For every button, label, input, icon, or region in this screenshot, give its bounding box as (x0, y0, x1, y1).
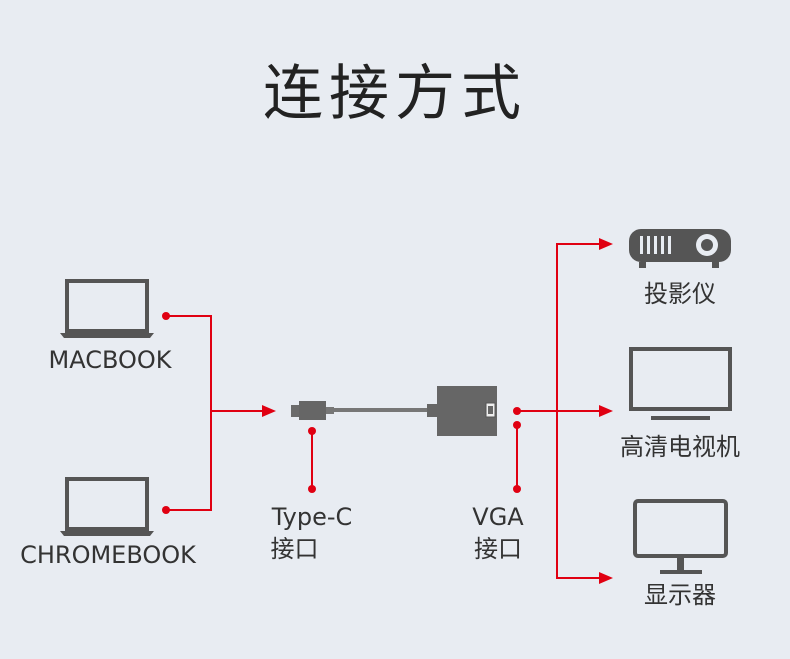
port-label-type-c: Type-C (271, 503, 353, 531)
connector-dot (513, 485, 521, 493)
laptop-icon (60, 477, 154, 536)
vga-adapter-icon (427, 386, 497, 436)
laptop-icon (60, 279, 154, 338)
port-label-vga: VGA (472, 503, 524, 531)
source-label-macbook: MACBOOK (48, 346, 172, 374)
source-connector-lines (166, 315, 265, 511)
tv-icon (629, 347, 732, 420)
connector-dot (308, 427, 316, 435)
arrow-head (599, 238, 613, 250)
arrow-head (262, 405, 276, 417)
connector-dot (162, 312, 170, 320)
output-label-projector: 投影仪 (644, 280, 716, 308)
output-label-tv: 高清电视机 (620, 433, 740, 461)
port-pointer-lines (311, 425, 518, 489)
connector-dot (513, 421, 521, 429)
arrow-head (599, 405, 613, 417)
connector-dot (162, 506, 170, 514)
arrow-head (599, 572, 613, 584)
port-label-vga-sub: 接口 (474, 535, 522, 563)
port-label-type-c-sub: 接口 (270, 535, 319, 563)
projector-icon (629, 229, 731, 268)
type-c-plug-icon (291, 401, 334, 420)
output-connector-lines (517, 243, 600, 579)
output-label-monitor: 显示器 (644, 581, 716, 609)
monitor-icon (633, 499, 728, 574)
connector-dot (308, 485, 316, 493)
page-title: 连接方式 (263, 59, 527, 129)
source-label-chromebook: CHROMEBOOK (20, 541, 196, 569)
